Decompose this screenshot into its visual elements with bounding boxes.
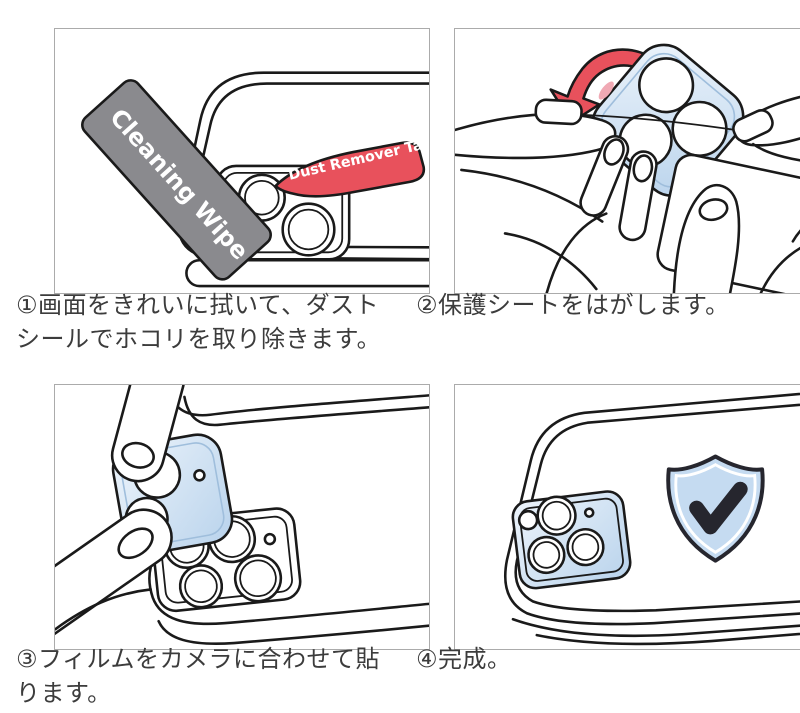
- fingernail: [534, 98, 583, 126]
- hand-line: [55, 588, 152, 631]
- checkmark: [689, 481, 748, 535]
- step1-illustration: Cleaning Wipe Dust Remover Tape: [81, 71, 429, 288]
- phone-side-rail: [511, 617, 800, 638]
- fingernail: [603, 138, 625, 166]
- camera-mic-dot: [263, 532, 277, 546]
- step2-caption: ②保護シートをはがします。: [416, 291, 730, 319]
- phone-side-rail: [535, 632, 800, 646]
- camera-lens: [178, 564, 224, 609]
- film-lens-hole: [638, 57, 695, 114]
- fingernail: [632, 154, 654, 183]
- camera-module-protected: [511, 490, 632, 590]
- camera-mic-dot: [583, 507, 595, 518]
- shield-check-icon: [666, 454, 765, 563]
- thumbnail: [117, 527, 154, 560]
- phone-edges: [148, 385, 429, 645]
- step3-caption: ③フィルムをカメラに合わせて貼ります。: [16, 645, 381, 707]
- thumb: [55, 508, 173, 649]
- sheet-split-line: [571, 113, 739, 132]
- film-mic-hole: [193, 469, 206, 482]
- step2-illustration: [455, 43, 800, 293]
- thumbnail: [698, 198, 729, 222]
- step4-illustration: [503, 392, 800, 646]
- fingernail: [121, 441, 155, 469]
- step3-illustration: [55, 385, 429, 649]
- left-hand: [455, 98, 658, 293]
- step4-caption: ④完成。: [416, 645, 512, 673]
- fingernail: [732, 109, 774, 143]
- step1-panel: Cleaning Wipe Dust Remover Tape: [54, 28, 430, 294]
- camera-lens: [281, 202, 336, 257]
- camera-flash: [517, 509, 539, 531]
- camera-lens: [233, 554, 283, 603]
- step3-panel: [54, 384, 430, 650]
- peel-edge-highlight: [598, 81, 614, 100]
- film-lens-hole: [671, 100, 728, 157]
- step1-caption: ①画面をきれいに拭いて、ダストシールでホコリを取り除きます。: [16, 291, 382, 353]
- finger: [110, 385, 186, 483]
- right-hand: [672, 95, 800, 293]
- step4-panel: [454, 384, 800, 650]
- step2-panel: [454, 28, 800, 294]
